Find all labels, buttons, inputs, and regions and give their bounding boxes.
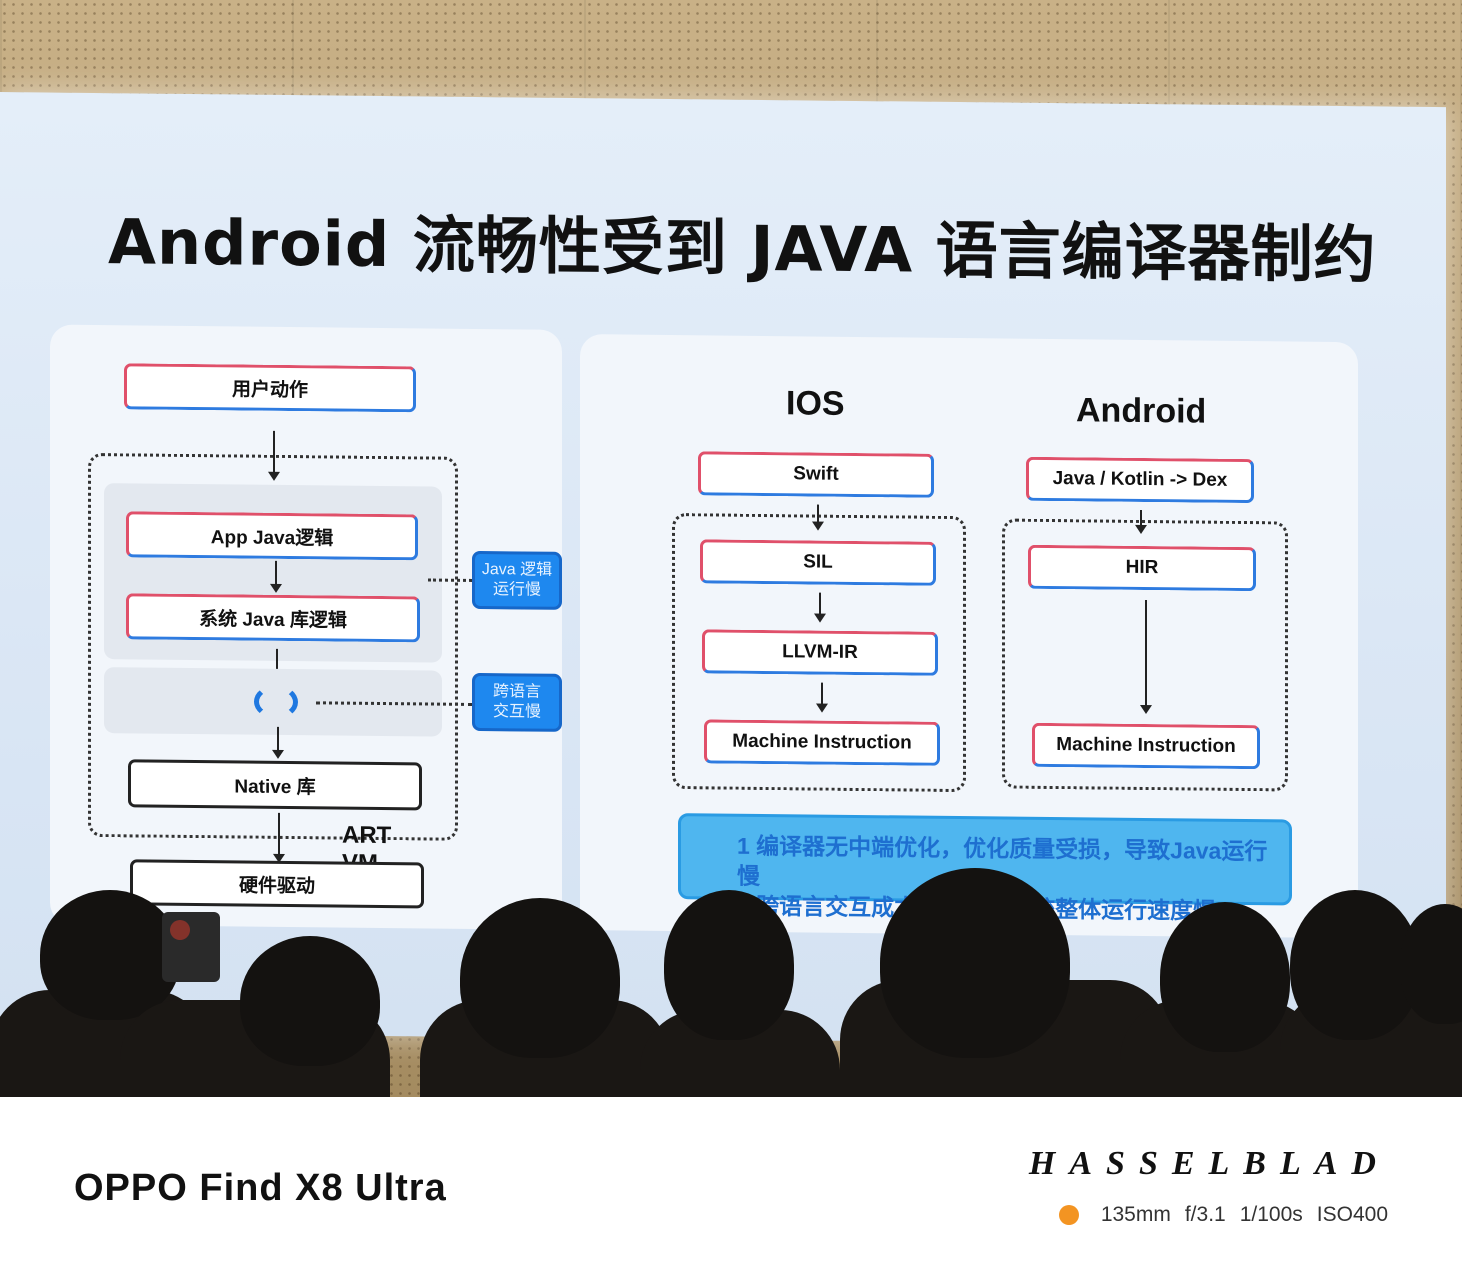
arrow xyxy=(1140,509,1142,532)
audience-head xyxy=(460,898,620,1058)
audience-head xyxy=(664,890,794,1040)
native-lib-box: Native 库 xyxy=(128,759,422,811)
arrow xyxy=(819,592,821,621)
device-name: OPPO Find X8 Ultra xyxy=(74,1167,447,1209)
arrow xyxy=(278,812,280,861)
android-step-dex: Java / Kotlin -> Dex xyxy=(1026,456,1254,504)
arrow xyxy=(821,682,823,711)
ios-heading: IOS xyxy=(786,384,845,423)
user-action-box: 用户动作 xyxy=(124,363,416,413)
phone xyxy=(162,912,220,982)
arrow xyxy=(1145,599,1147,713)
audience-head xyxy=(40,890,180,1020)
system-java-box: 系统 Java 库逻辑 xyxy=(126,593,420,643)
audience-head xyxy=(1160,902,1290,1052)
bridge-icon xyxy=(254,684,298,720)
hardware-driver-box: 硬件驱动 xyxy=(130,859,424,909)
exif-iso: ISO400 xyxy=(1316,1203,1388,1226)
exif-info: 135mm f/3.1 1/100s ISO400 xyxy=(1058,1203,1388,1227)
app-java-box: App Java逻辑 xyxy=(126,511,418,561)
arrow xyxy=(277,726,279,757)
audience-head xyxy=(240,936,380,1066)
ios-step-sil: SIL xyxy=(700,539,936,586)
photo: Android 流畅性受到 JAVA 语言编译器制约 用户动作 App Java… xyxy=(0,0,1462,1097)
android-heading: Android xyxy=(1076,391,1207,431)
ios-step-machine: Machine Instruction xyxy=(704,719,940,766)
camera-watermark: OPPO Find X8 Ultra HASSELBLAD 135mm f/3.… xyxy=(0,1097,1462,1280)
ios-step-llvm: LLVM-IR xyxy=(702,629,938,676)
exif-focal: 135mm xyxy=(1100,1203,1171,1226)
android-step-machine: Machine Instruction xyxy=(1032,722,1260,770)
audience-head xyxy=(1290,890,1420,1040)
exif-aperture: f/3.1 xyxy=(1184,1203,1226,1226)
ios-step-swift: Swift xyxy=(698,451,934,498)
brand-logo: HASSELBLAD xyxy=(1028,1145,1390,1182)
java-slow-tag: Java 逻辑 运行慢 xyxy=(472,550,562,610)
slide-title: Android 流畅性受到 JAVA 语言编译器制约 xyxy=(108,205,1377,292)
arrow xyxy=(817,504,819,529)
brand-dot-icon xyxy=(1058,1205,1079,1225)
audience-head xyxy=(1400,904,1462,1024)
connector xyxy=(428,578,472,582)
android-step-hir: HIR xyxy=(1028,544,1256,592)
arrow xyxy=(275,560,277,591)
audience-head xyxy=(880,868,1070,1058)
exif-shutter: 1/100s xyxy=(1239,1203,1303,1226)
cross-language-slow-tag: 跨语言 交互慢 xyxy=(472,672,562,732)
